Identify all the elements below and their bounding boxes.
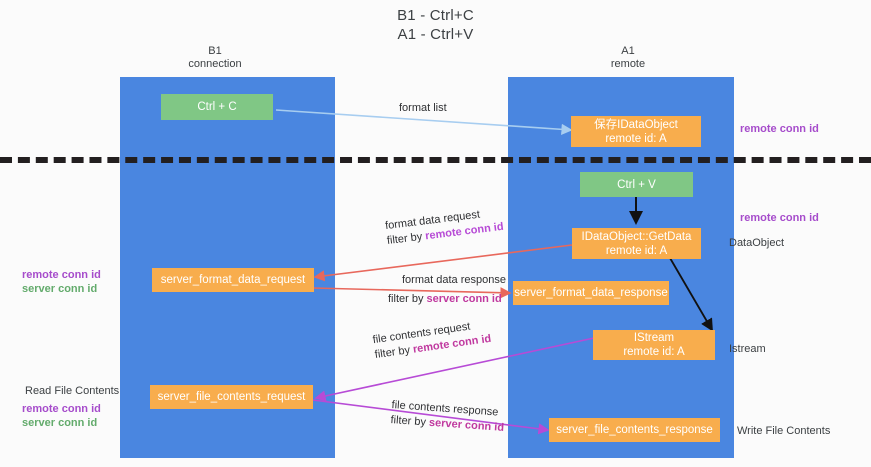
- lane-header-a1-name: A1: [621, 45, 635, 57]
- annotation-right-remote-conn-id-top: remote conn id: [740, 123, 819, 135]
- annotation-left-server-conn-id-2: server conn id: [22, 417, 98, 429]
- lane-header-a1-sub: remote: [610, 58, 646, 70]
- node-server-format-data-response[interactable]: server_format_data_response: [513, 281, 669, 305]
- node-save-idataobject-line2: remote id: A: [605, 132, 667, 145]
- edge-label-format-list: format list: [399, 101, 447, 116]
- edge-label-format-data-request: format data request filter by remote con…: [384, 205, 504, 249]
- annotation-right-dataobject: DataObject: [729, 237, 785, 249]
- filter-prefix: filter by: [374, 343, 414, 362]
- node-server-file-contents-response-label: server_file_contents_response: [556, 424, 713, 436]
- filter-key-server-conn-id: server conn id: [428, 416, 505, 434]
- filter-prefix: filter by: [386, 230, 426, 248]
- annotation-left-read-file-contents: Read File Contents: [25, 385, 120, 397]
- title-line-2: A1 - Ctrl+V: [397, 26, 474, 43]
- node-getdata-line1: IDataObject::GetData: [581, 230, 692, 243]
- lane-header-a1: A1 remote: [553, 45, 703, 71]
- node-getdata-line2: remote id: A: [605, 244, 668, 257]
- node-ctrl-c-label: Ctrl + C: [197, 101, 237, 113]
- annotation-right-remote-conn-id-mid: remote conn id: [740, 212, 819, 224]
- node-save-idataobject-line1: 保存IDataObject: [594, 118, 678, 131]
- edge-label-format-data-response-main: format data response: [402, 274, 506, 286]
- node-server-file-contents-response[interactable]: server_file_contents_response: [549, 418, 720, 442]
- diagram-title: B1 - Ctrl+C A1 - Ctrl+V: [0, 6, 871, 44]
- node-idataobject-getdata[interactable]: IDataObject::GetData remote id: A: [572, 228, 701, 259]
- annotation-right-write-file-contents: Write File Contents: [737, 425, 831, 437]
- lane-header-b1: B1 connection: [150, 45, 280, 71]
- lane-header-b1-name: B1: [208, 45, 222, 57]
- node-save-idataobject[interactable]: 保存IDataObject remote id: A: [571, 116, 701, 147]
- node-istream[interactable]: IStream remote id: A: [593, 330, 715, 360]
- node-server-file-contents-request-label: server_file_contents_request: [157, 391, 306, 403]
- edge-label-format-data-response-filter: filter by server conn id: [388, 288, 506, 307]
- title-line-1: B1 - Ctrl+C: [397, 7, 474, 24]
- annotation-right-istream: Istream: [729, 343, 766, 355]
- node-istream-line2: remote id: A: [623, 346, 685, 358]
- annotation-left-server-conn-id: server conn id: [22, 283, 98, 295]
- node-server-format-data-response-label: server_format_data_response: [514, 287, 668, 299]
- edge-label-format-list-text: format list: [399, 102, 447, 114]
- node-ctrl-v[interactable]: Ctrl + V: [580, 172, 693, 197]
- annotation-left-remote-conn-id-2: remote conn id: [22, 403, 101, 415]
- edge-label-file-contents-response: file contents response filter by server …: [390, 398, 506, 436]
- filter-prefix: filter by: [388, 293, 427, 305]
- annotation-left-remote-conn-id: remote conn id: [22, 269, 101, 281]
- node-server-format-data-request[interactable]: server_format_data_request: [152, 268, 314, 292]
- node-ctrl-c[interactable]: Ctrl + C: [161, 94, 273, 120]
- node-server-format-data-request-label: server_format_data_request: [160, 274, 306, 286]
- edge-label-file-contents-request: file contents request filter by remote c…: [372, 317, 492, 363]
- node-ctrl-v-label: Ctrl + V: [617, 178, 656, 191]
- phase-divider: [0, 157, 871, 163]
- filter-key-server-conn-id: server conn id: [426, 293, 502, 305]
- node-istream-line1: IStream: [633, 332, 675, 344]
- filter-prefix: filter by: [390, 414, 430, 429]
- edge-label-format-data-response: format data response filter by server co…: [388, 273, 506, 307]
- lane-header-b1-sub: connection: [188, 58, 242, 70]
- node-server-file-contents-request[interactable]: server_file_contents_request: [150, 385, 313, 409]
